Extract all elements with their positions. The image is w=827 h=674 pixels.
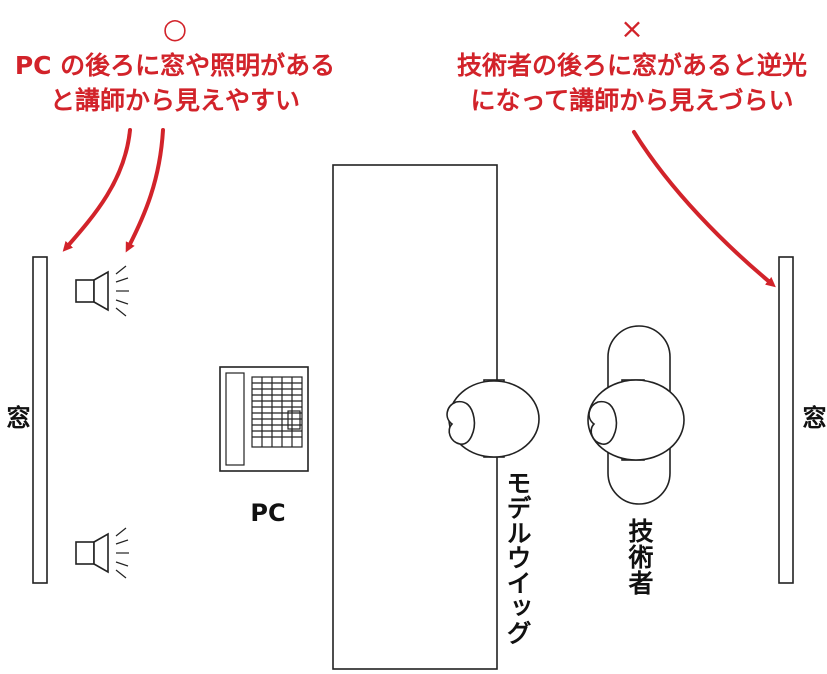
window-right [778, 256, 794, 584]
arrow-to-window-right [632, 130, 776, 288]
arrows [62, 128, 776, 288]
right-note-line2: になって講師から見えづらい [470, 86, 793, 115]
arrow-to-window-left [62, 128, 132, 252]
light-icon [75, 527, 129, 579]
window-left-label: 窓 [2, 405, 30, 430]
left-note-symbol: ○ [163, 12, 187, 45]
window-right-label: 窓 [798, 405, 826, 430]
left-note-line1: PC の後ろに窓や照明がある [15, 51, 335, 80]
left-note: ○ PC の後ろに窓や照明がある と講師から見えやすい [15, 12, 335, 115]
light-icon [75, 265, 129, 317]
right-note-symbol: × [620, 12, 643, 45]
right-note: × 技術者の後ろに窓があると逆光 になって講師から見えづらい [457, 12, 807, 115]
pc-label: PC [250, 499, 285, 527]
model-wig-head [446, 379, 540, 458]
right-note-line1: 技術者の後ろに窓があると逆光 [457, 51, 807, 80]
model-wig-label: モデルウイッグ [503, 470, 532, 645]
technician-figure [587, 325, 685, 505]
arrow-to-light-left [125, 128, 165, 253]
technician-label: 技術者 [625, 518, 654, 596]
left-note-line2: と講師から見えやすい [50, 86, 300, 115]
laptop-icon [219, 366, 309, 472]
window-left [32, 256, 48, 584]
